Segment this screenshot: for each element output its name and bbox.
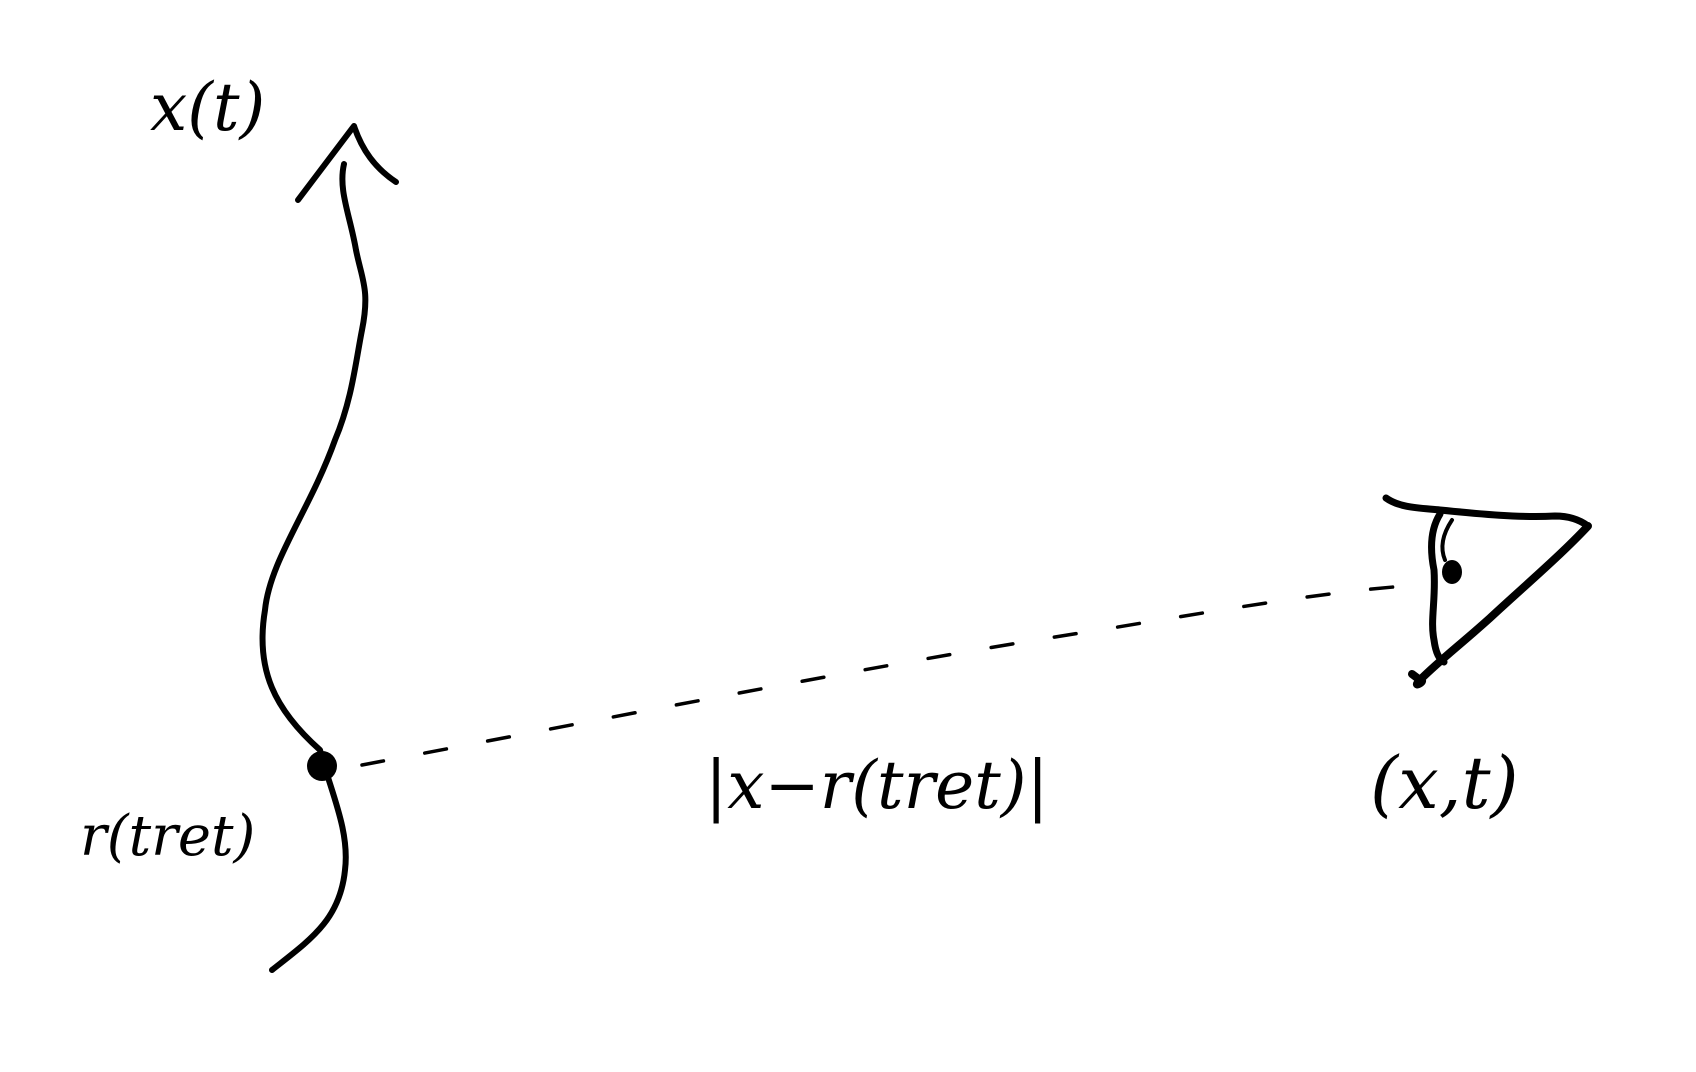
observation-point-label: (x,t) [1370, 741, 1519, 825]
separation-label: |x−r(tret)| [705, 747, 1049, 824]
arrowhead-icon [295, 123, 399, 203]
trajectory-label: x(t) [150, 69, 265, 146]
separation-dashed-line [360, 583, 1422, 767]
retarded-position-dot [307, 751, 337, 781]
eye-icon [1382, 494, 1592, 689]
retarded-position-label: r(tret) [80, 804, 255, 869]
trajectory-curve [259, 161, 369, 973]
